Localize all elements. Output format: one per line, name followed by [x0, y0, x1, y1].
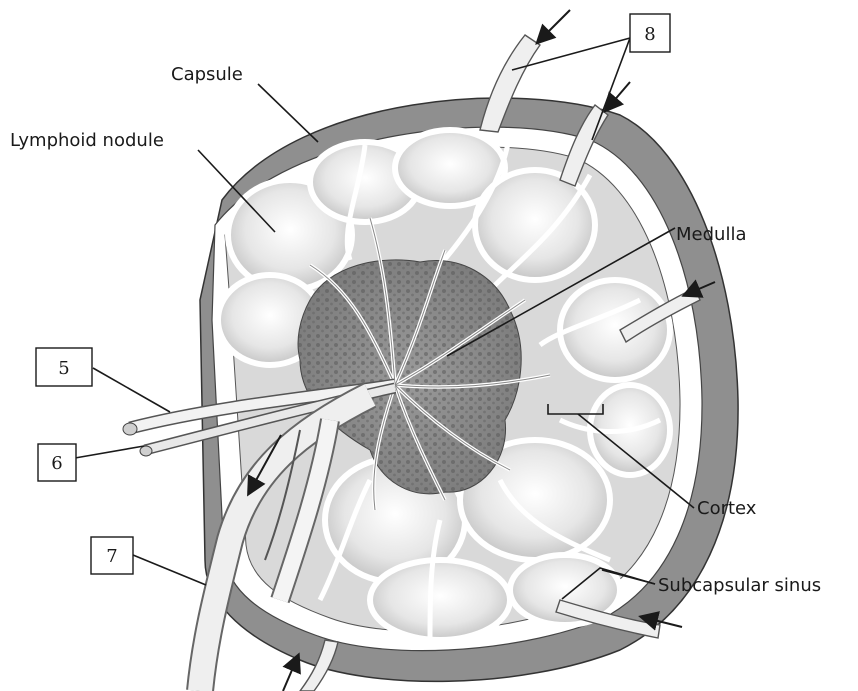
label-capsule: Capsule [171, 64, 243, 85]
leader-capsule [258, 84, 318, 142]
numbered-box-5: 5 [36, 348, 92, 386]
label-medulla: Medulla [676, 224, 746, 245]
numbered-box-7: 7 [91, 537, 133, 574]
leader-5 [93, 368, 170, 412]
numbered-box-6: 6 [38, 444, 76, 481]
number-8: 8 [644, 24, 655, 45]
flow-arrow [606, 82, 630, 110]
nodule [370, 560, 510, 640]
flow-arrow [283, 656, 298, 691]
leader-7 [133, 555, 206, 585]
number-7: 7 [106, 546, 117, 567]
nodule [560, 280, 670, 380]
number-6: 6 [51, 453, 62, 474]
numbered-box-8: 8 [630, 14, 670, 52]
label-lymphoid-nodule: Lymphoid nodule [10, 130, 164, 151]
label-cortex: Cortex [697, 498, 757, 519]
leader-6 [75, 446, 144, 458]
flow-arrow [538, 10, 570, 42]
number-5: 5 [58, 358, 69, 379]
label-subcapsular-sinus: Subcapsular sinus [658, 575, 821, 596]
